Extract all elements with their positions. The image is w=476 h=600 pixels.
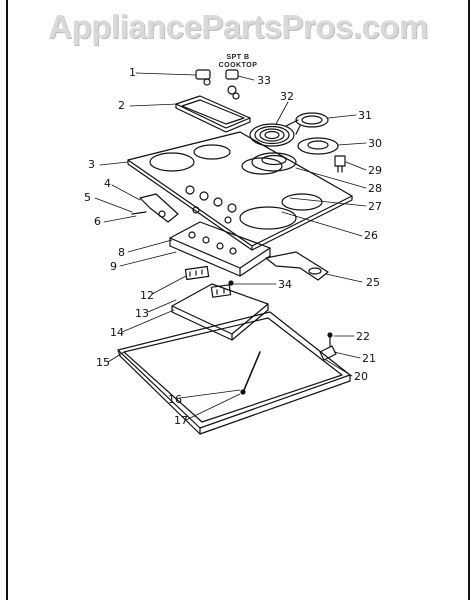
callout-15: 15 [96,356,110,369]
callout-30: 30 [368,137,382,150]
small-coil-element [295,112,329,135]
callout-20: 20 [354,370,368,383]
callout-8: 8 [118,246,125,259]
callout-6: 6 [94,215,101,228]
side-bracket [265,251,329,281]
trim-strip [175,95,251,133]
callout-25: 25 [366,276,380,289]
component-board [171,283,269,341]
callout-1: 1 [129,66,136,79]
diagram-header-line1: SPT B [226,54,250,61]
callout-34: 34 [278,278,292,291]
callout-29: 29 [368,164,382,177]
control-knobs [195,69,240,100]
callout-17: 17 [174,414,188,427]
callout-27: 27 [368,200,382,213]
control-panel-plate [169,221,271,277]
diagram-header-title: COOKTOP [218,62,258,69]
switch-block-left [184,265,210,281]
watermark-text: AppliancePartsPros.com [48,8,428,45]
left-border [6,0,8,600]
coil-element [249,119,299,147]
drip-pan [251,152,297,172]
callout-3: 3 [88,158,95,171]
left-mount-bracket [131,193,179,223]
callout-22: 22 [356,330,370,343]
callout-9: 9 [110,260,117,273]
switch-block-right [210,280,234,298]
callout-13: 13 [135,307,149,320]
bottom-pan [117,311,351,435]
callout-32: 32 [280,90,294,103]
callout-14: 14 [110,326,124,339]
callout-21: 21 [362,352,376,365]
callout-28: 28 [368,182,382,195]
callout-31: 31 [358,109,372,122]
leader-lines [94,72,367,421]
callout-4: 4 [104,177,111,190]
cooktop-surface [127,131,353,251]
right-border [468,0,470,600]
callout-33: 33 [257,74,271,87]
callout-16: 16 [168,393,182,406]
receptacle [334,155,346,173]
callout-5: 5 [84,191,91,204]
callout-12: 12 [140,289,154,302]
callout-26: 26 [364,229,378,242]
right-bracket [319,332,337,361]
callout-2: 2 [118,99,125,112]
small-drip-pan [297,137,339,155]
